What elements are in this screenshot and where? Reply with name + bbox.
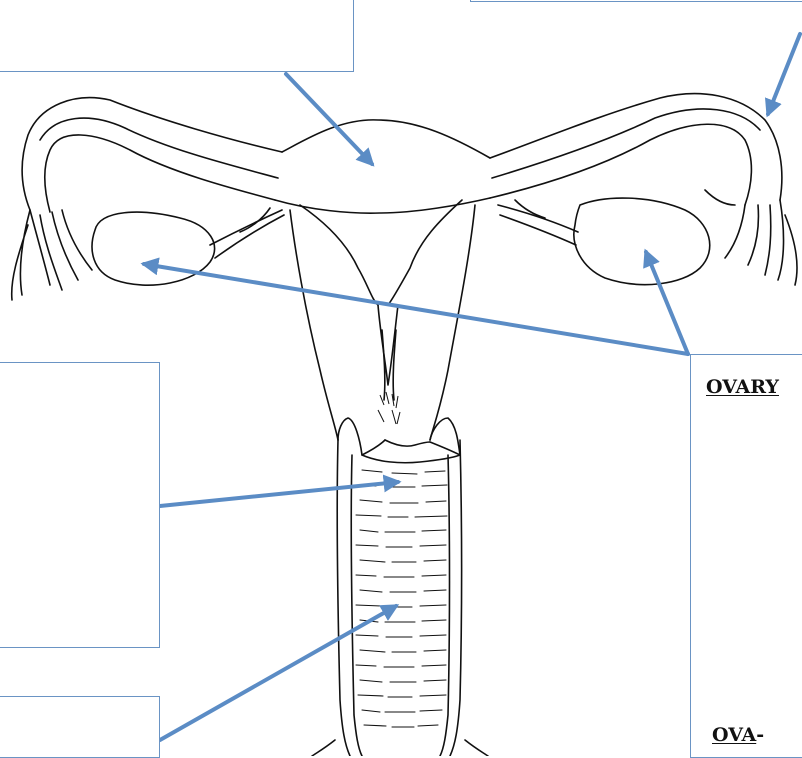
arrow-left-ovary (144, 264, 688, 354)
label-box-fallopian-tube (470, 0, 802, 2)
arrow-fallopian-tube (768, 34, 800, 114)
label-box-ovary (690, 354, 802, 758)
label-box-uterus (0, 0, 354, 72)
ovary-label: OVARY (706, 376, 779, 398)
left-fimbriae (12, 210, 92, 300)
arrow-cervix (160, 482, 398, 506)
label-box-cervix (0, 362, 160, 648)
left-fallopian-tube (22, 98, 282, 210)
arrow-right-ovary (646, 252, 688, 354)
cervix (290, 210, 338, 440)
right-ovary (574, 198, 710, 285)
vaginal-rugae (356, 470, 447, 727)
arrow-uterus (286, 74, 372, 164)
uterus-outline (282, 120, 490, 158)
label-box-vagina (0, 696, 160, 758)
arrow-vagina (160, 606, 396, 740)
cervix-texture (378, 392, 400, 424)
ova-label: OVA- (712, 724, 764, 746)
right-fimbriae (705, 190, 797, 285)
